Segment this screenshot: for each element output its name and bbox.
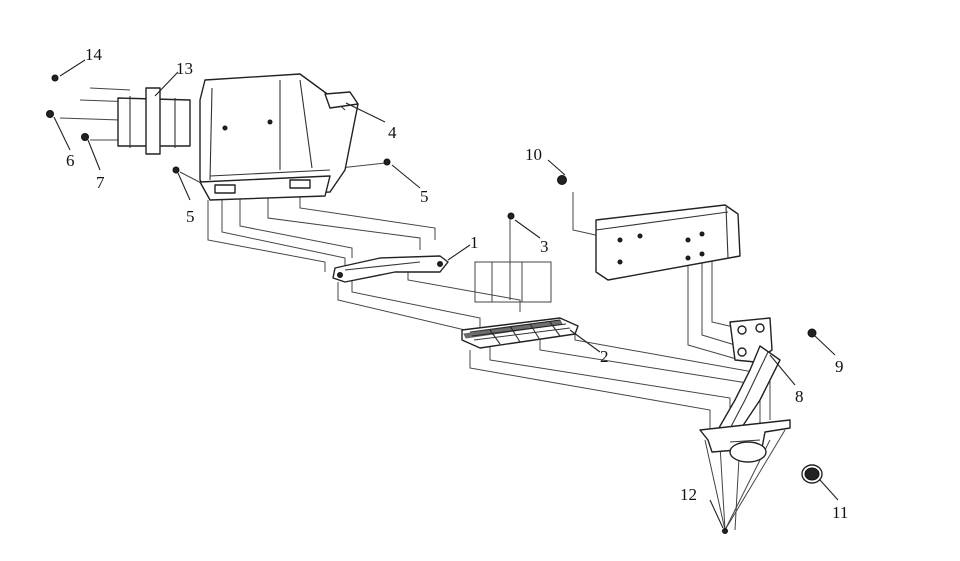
callout-12: 12 — [680, 485, 697, 504]
screw-5a — [172, 166, 180, 174]
callout-13: 13 — [176, 59, 193, 78]
part-13-tube — [117, 87, 191, 155]
part-2-footboard — [461, 317, 579, 349]
assembly-guide-lines — [59, 87, 786, 531]
callout-5-right: 5 — [420, 187, 429, 206]
callout-leaders — [53, 59, 839, 529]
callout-1: 1 — [470, 233, 479, 252]
callout-2: 2 — [600, 347, 609, 366]
part-1-bracket — [332, 255, 449, 283]
screw-9 — [807, 328, 817, 338]
callout-7: 7 — [96, 173, 105, 192]
fasteners — [46, 74, 817, 534]
callout-8: 8 — [795, 387, 804, 406]
screw-5b — [383, 158, 391, 166]
part-8-support-arm — [711, 317, 781, 446]
callout-6: 6 — [66, 151, 75, 170]
screw-6 — [46, 110, 54, 118]
screw-10 — [557, 175, 567, 185]
part-11-cap — [801, 464, 823, 484]
screw-14 — [51, 74, 59, 82]
screw-7 — [81, 133, 89, 141]
part-4-cover — [199, 73, 359, 201]
screw-12 — [722, 528, 728, 534]
callout-10: 10 — [525, 145, 542, 164]
part-12-clamp-bracket — [699, 419, 791, 463]
callout-labels: 14 13 4 5 5 6 7 1 3 2 10 9 8 11 12 — [66, 45, 848, 522]
callout-14: 14 — [85, 45, 103, 64]
callout-4: 4 — [388, 123, 397, 142]
callout-3: 3 — [540, 237, 549, 256]
mounting-beam — [595, 204, 741, 281]
callout-9: 9 — [835, 357, 844, 376]
callout-5-left: 5 — [186, 207, 195, 226]
callout-11: 11 — [832, 503, 848, 522]
screw-3 — [507, 212, 515, 220]
